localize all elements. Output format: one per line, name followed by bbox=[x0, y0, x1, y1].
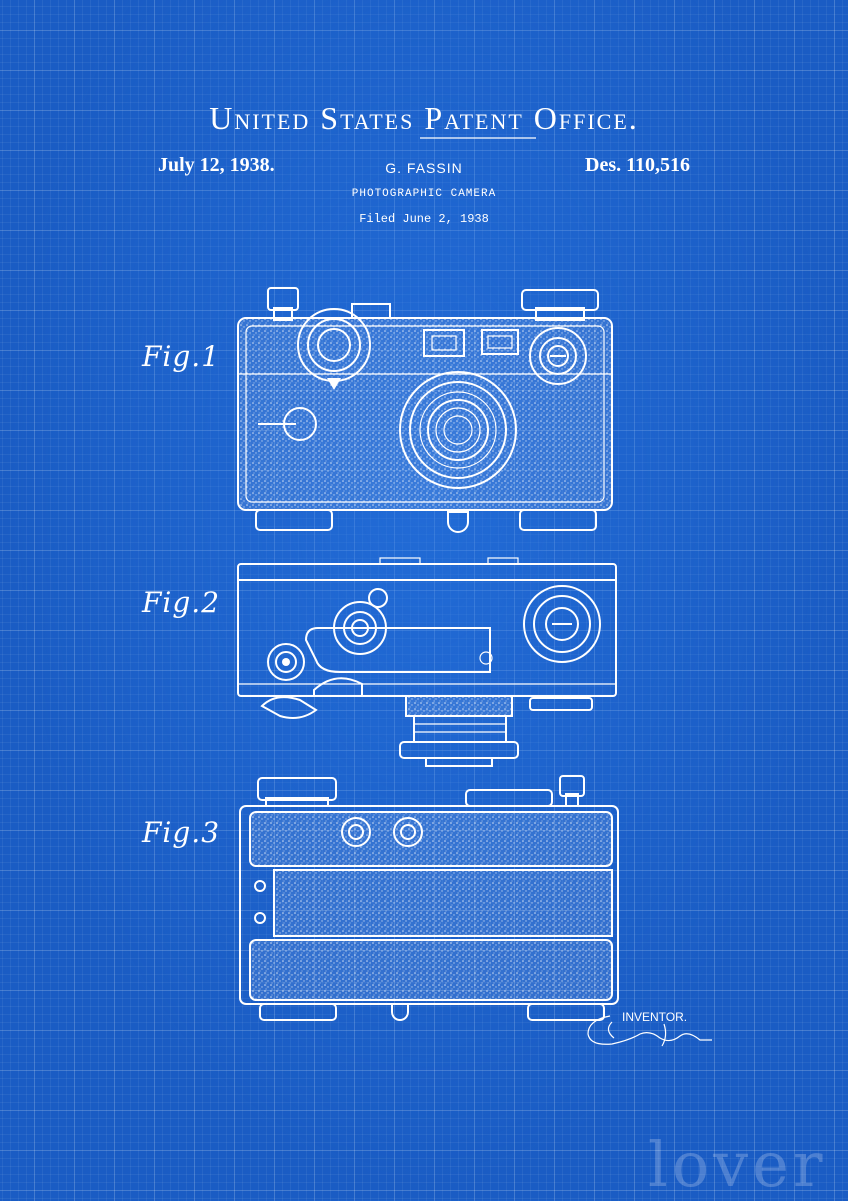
viewfinder-window bbox=[423, 329, 465, 357]
patent-date: July 12, 1938. bbox=[158, 154, 275, 176]
camera-body-top bbox=[237, 563, 617, 697]
inventor-label: INVENTOR. bbox=[622, 1010, 688, 1024]
figure-2-top-view bbox=[237, 557, 617, 767]
back-knob-left bbox=[257, 777, 337, 801]
rewind-dial-top bbox=[267, 643, 305, 681]
filed-date: Filed June 2, 1938 bbox=[359, 212, 489, 226]
top-shutter-dial bbox=[523, 585, 601, 663]
design-number: Des. 110,516 bbox=[585, 154, 690, 176]
top-plate bbox=[304, 627, 491, 673]
camera-lens bbox=[399, 371, 517, 489]
watermark: lover bbox=[648, 1128, 827, 1201]
inventor-name: G. FASSIN bbox=[385, 160, 463, 176]
wind-knob bbox=[521, 289, 599, 311]
camera-body-front bbox=[237, 317, 613, 511]
inventor-signature bbox=[587, 1015, 712, 1047]
back-panel-middle bbox=[273, 869, 613, 937]
figure-2-label: Fig.2 bbox=[142, 586, 221, 619]
figure-1-label: Fig.1 bbox=[142, 340, 221, 373]
lens-barrel bbox=[405, 695, 513, 717]
foot-left bbox=[255, 509, 333, 531]
rewind-knob bbox=[267, 287, 299, 311]
foot-right bbox=[519, 509, 597, 531]
rangefinder-window bbox=[481, 329, 519, 355]
figure-1-front-view bbox=[237, 287, 613, 533]
figure-3-back-view bbox=[239, 775, 619, 1021]
back-panel-top bbox=[249, 811, 613, 867]
back-panel-bottom bbox=[249, 939, 613, 1001]
figure-3-label: Fig.3 bbox=[142, 816, 221, 849]
shutter-dial bbox=[529, 327, 587, 385]
eyepiece-left bbox=[341, 817, 371, 847]
eyepiece-right bbox=[393, 817, 423, 847]
page-title: United States Patent Office. bbox=[209, 100, 639, 136]
patent-subject: PHOTOGRAPHIC CAMERA bbox=[351, 188, 497, 200]
camera-body-back bbox=[239, 805, 619, 1005]
